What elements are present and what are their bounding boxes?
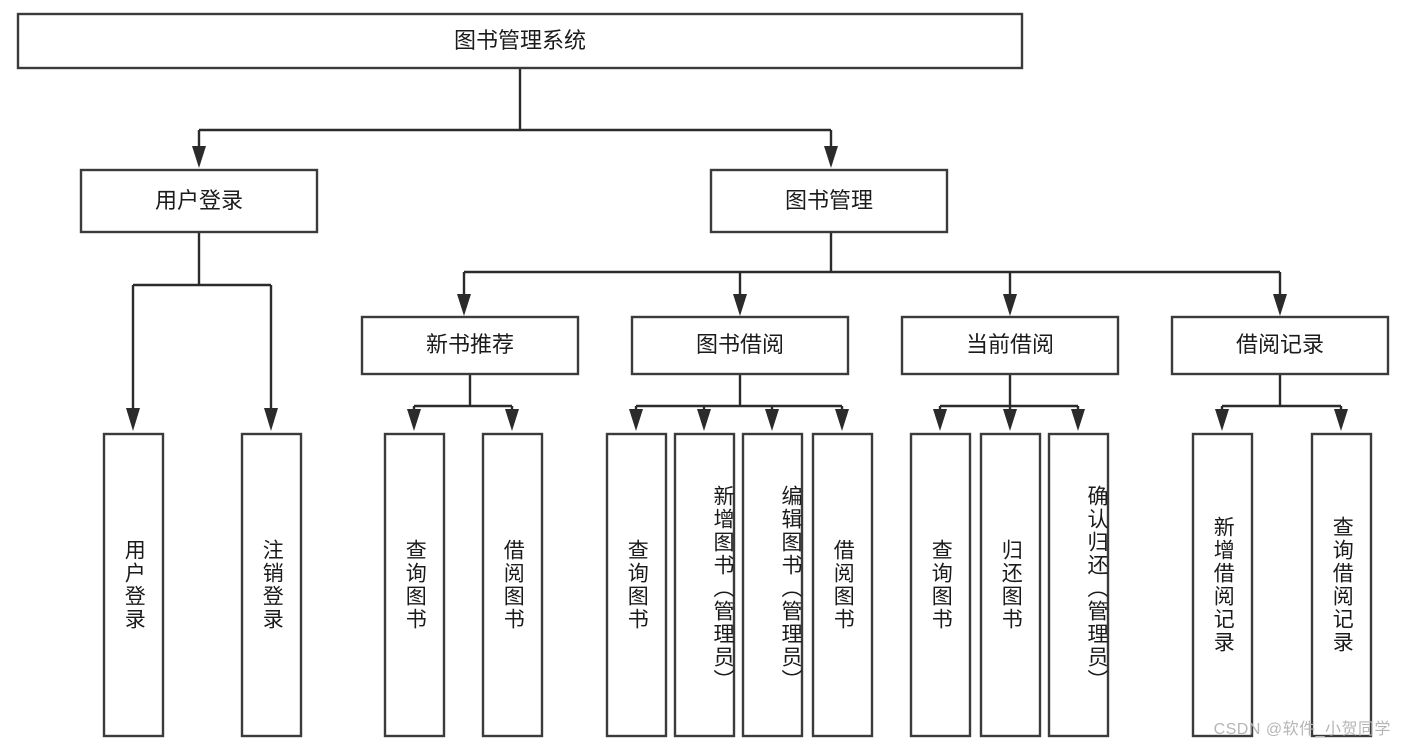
node-box-leaf-add-record[interactable] xyxy=(1191,432,1254,738)
node-label-user-login: 用户登录 xyxy=(155,188,243,213)
arrowhead-leaf-query-record xyxy=(1334,409,1348,431)
connector-group-bookmanage-to-level3 xyxy=(457,232,1287,316)
node-box-leaf-confirm-return[interactable] xyxy=(1047,432,1110,738)
arrowhead-leaf-query-book-1 xyxy=(407,409,421,431)
arrowhead-leaf-logout xyxy=(264,408,278,431)
connector-group-root-to-level2 xyxy=(192,68,838,168)
arrowhead-newbook-rec xyxy=(457,294,471,316)
connector-group-newbook-to-leaves xyxy=(407,374,519,431)
arrowhead-leaf-query-book-3 xyxy=(933,409,947,431)
arrowhead-leaf-return-book xyxy=(1003,409,1017,431)
node-box-user-login[interactable] xyxy=(79,168,319,234)
arrowhead-book-borrow xyxy=(733,294,747,316)
node-box-leaf-return-book[interactable] xyxy=(979,432,1042,738)
node-box-leaf-query-book-1[interactable] xyxy=(383,432,446,738)
arrowhead-book-manage xyxy=(824,146,838,168)
node-label-book-management: 图书管理 xyxy=(785,188,873,213)
connector-group-currentborrow-to-leaves xyxy=(933,374,1085,431)
node-box-book-borrow[interactable] xyxy=(630,315,850,376)
node-box-book-management[interactable] xyxy=(709,168,949,234)
arrowhead-leaf-add-book xyxy=(697,409,711,431)
connector-group-borrowrecord-to-leaves xyxy=(1215,374,1348,431)
arrowhead-current-borrow xyxy=(1003,294,1017,316)
node-label-current-borrow: 当前借阅 xyxy=(966,332,1054,357)
connector-group-userlogin-to-leaves xyxy=(126,232,278,431)
node-box-current-borrow[interactable] xyxy=(900,315,1120,376)
node-label-new-book-recommend: 新书推荐 xyxy=(426,332,514,357)
node-box-leaf-edit-book[interactable] xyxy=(741,432,804,738)
node-box-leaf-add-book[interactable] xyxy=(673,432,736,738)
arrowhead-leaf-borrow-book-1 xyxy=(505,409,519,431)
node-label-root: 图书管理系统 xyxy=(454,28,586,53)
node-box-root[interactable] xyxy=(16,12,1024,70)
node-box-leaf-query-book-2[interactable] xyxy=(605,432,668,738)
arrowhead-leaf-user-login xyxy=(126,408,140,431)
node-box-borrow-record[interactable] xyxy=(1170,315,1390,376)
node-label-borrow-record: 借阅记录 xyxy=(1236,332,1324,357)
node-box-leaf-borrow-book-2[interactable] xyxy=(811,432,874,738)
watermark-text: CSDN @软件_小贺同学 xyxy=(1213,721,1391,738)
node-box-new-book-recommend[interactable] xyxy=(360,315,580,376)
arrowhead-borrow-record xyxy=(1273,294,1287,316)
node-box-leaf-user-login[interactable] xyxy=(102,432,165,738)
node-box-leaf-borrow-book-1[interactable] xyxy=(481,432,544,738)
arrowhead-leaf-query-book-2 xyxy=(629,409,643,431)
arrowhead-leaf-confirm-return xyxy=(1071,409,1085,431)
node-box-leaf-query-record[interactable] xyxy=(1310,432,1373,738)
arrowhead-leaf-edit-book xyxy=(765,409,779,431)
node-label-book-borrow: 图书借阅 xyxy=(696,332,784,357)
arrowhead-leaf-borrow-book-2 xyxy=(835,409,849,431)
arrowhead-user-login xyxy=(192,146,206,168)
node-box-leaf-query-book-3[interactable] xyxy=(909,432,972,738)
connector-group-bookborrow-to-leaves xyxy=(629,374,849,431)
arrowhead-leaf-add-record xyxy=(1215,409,1229,431)
node-box-leaf-logout[interactable] xyxy=(240,432,303,738)
